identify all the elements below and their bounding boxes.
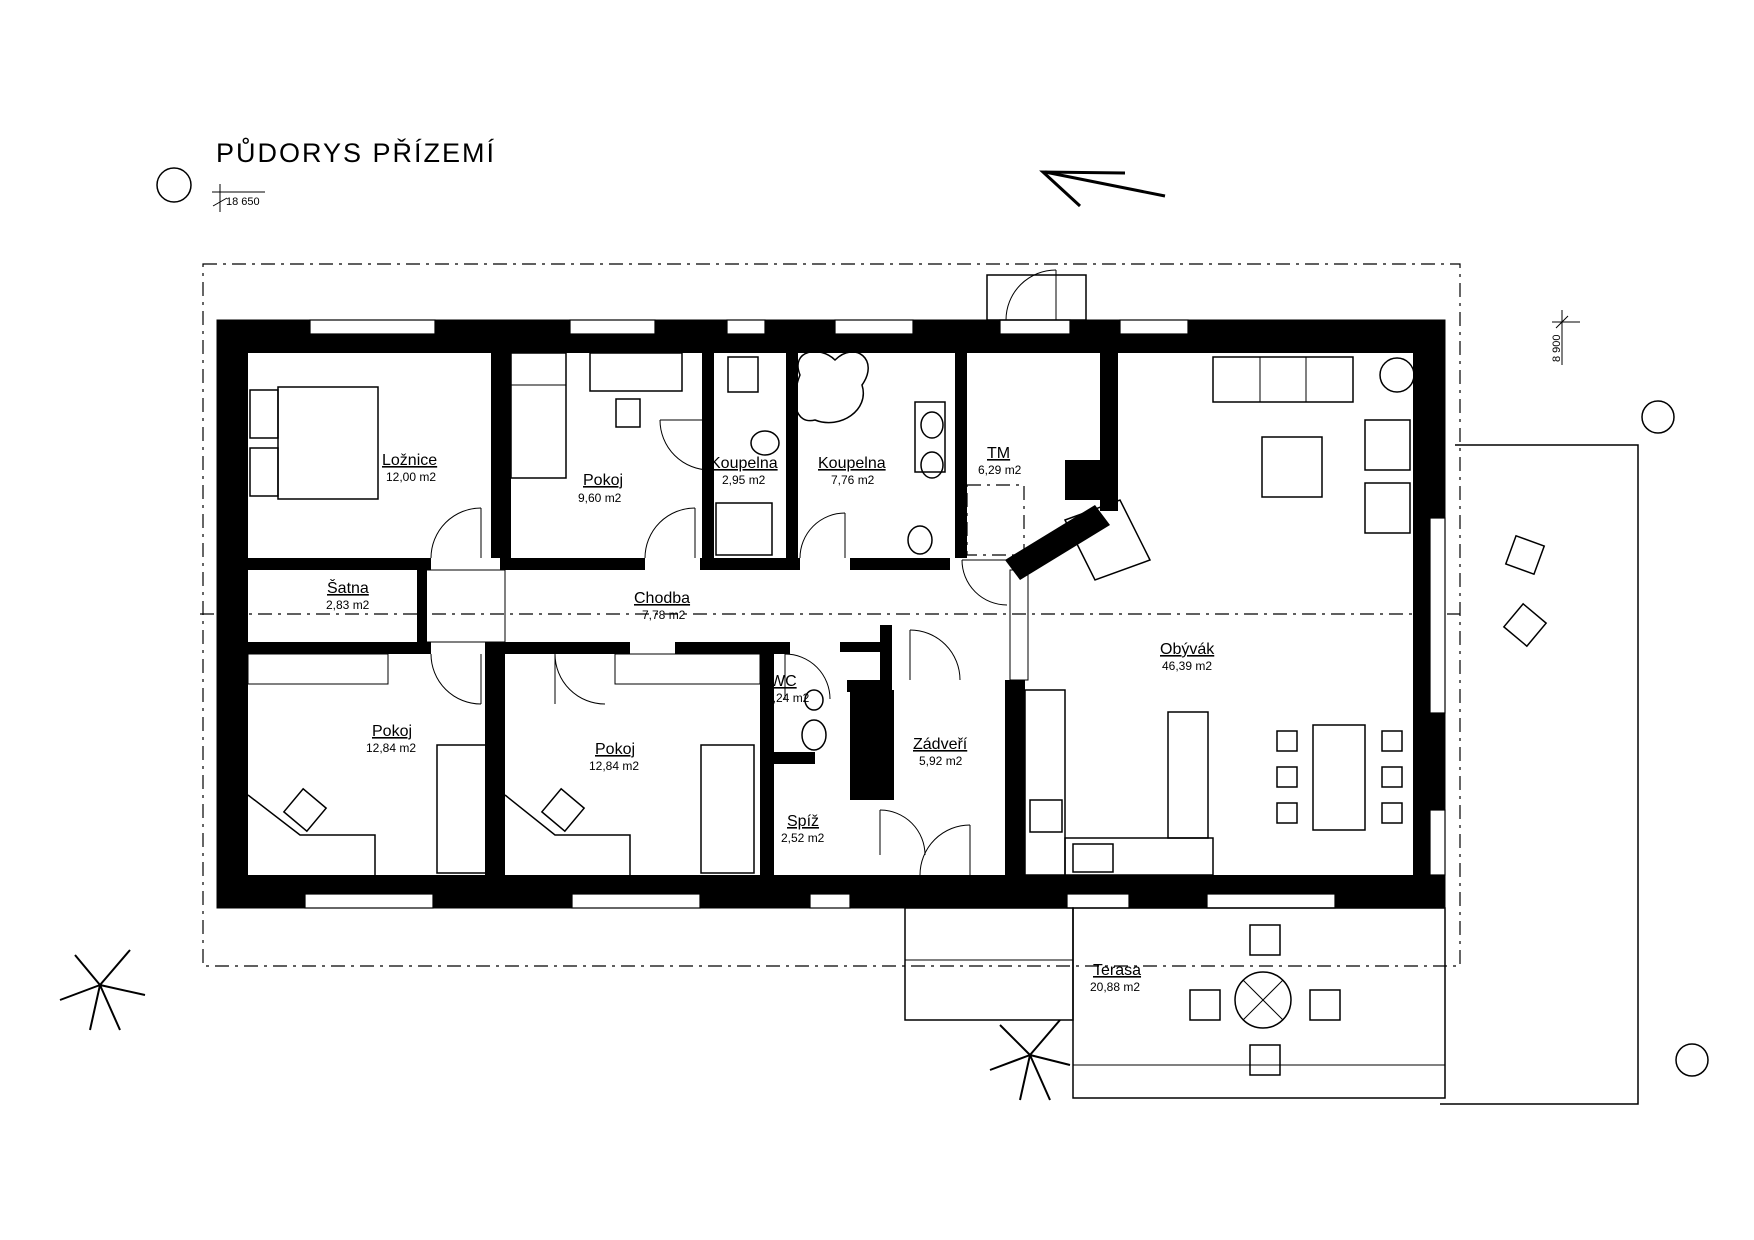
- room-area: 12,84 m2: [589, 759, 639, 773]
- room-area: 46,39 m2: [1162, 659, 1212, 673]
- room-area: 7,78 m2: [642, 608, 686, 622]
- room-name: Koupelna: [710, 455, 778, 472]
- tm-entry-porch: [986, 269, 1087, 321]
- double-bed: [249, 386, 379, 500]
- room-name: Pokoj: [595, 741, 635, 758]
- doors: [424, 419, 1029, 876]
- plant-icon: [156, 167, 1709, 1077]
- room-name: Pokoj: [372, 723, 412, 740]
- room-area: 2,95 m2: [722, 473, 766, 487]
- wardrobe: [1063, 499, 1152, 581]
- room-area: 6,29 m2: [978, 463, 1022, 477]
- terrace-boundary: [1440, 444, 1639, 1105]
- room-area: 2,83 m2: [326, 598, 370, 612]
- terrace: [904, 534, 1548, 1099]
- room-area: 2,52 m2: [781, 831, 825, 845]
- room-area: 7,76 m2: [831, 473, 875, 487]
- living-sofa: [1212, 356, 1411, 534]
- windows: [304, 319, 1446, 909]
- room-name: Ložnice: [382, 452, 437, 469]
- room-area: 12,84 m2: [366, 741, 416, 755]
- bathroom-fixtures: [715, 350, 946, 751]
- room-area: 20,88 m2: [1090, 980, 1140, 994]
- room-name: Obývák: [1160, 641, 1215, 658]
- storage-outline: [966, 484, 1025, 556]
- roof-outline: [202, 263, 1461, 967]
- room-area: 12,00 m2: [386, 470, 436, 484]
- room-name: Chodba: [634, 590, 690, 607]
- room-name: Terasa: [1093, 962, 1141, 979]
- room-name: Pokoj: [583, 472, 623, 489]
- room-name: TM: [987, 445, 1010, 462]
- plan-title: PŮDORYS PŘÍZEMÍ: [216, 136, 496, 168]
- room-name: Koupelna: [818, 455, 886, 472]
- room-area: 9,60 m2: [578, 491, 622, 505]
- level-marker-right: 8 900: [1551, 310, 1580, 365]
- north-arrow-icon: [1039, 170, 1166, 208]
- level-value-right: 8 900: [1551, 334, 1563, 362]
- level-value-top: 18 650: [226, 196, 260, 208]
- room-area: 1,24 m2: [766, 691, 810, 705]
- room-area: 5,92 m2: [919, 754, 963, 768]
- room-name: WC: [770, 673, 797, 690]
- tree-icon: [59, 949, 1071, 1101]
- kitchen-counter: [1024, 689, 1214, 876]
- room-name: Šatna: [327, 578, 369, 597]
- room-labels: Ložnice 12,00 m2 Pokoj 9,60 m2 Koupelna …: [326, 445, 1215, 994]
- child-room-furniture: [247, 653, 761, 875]
- dining-table: [1276, 724, 1403, 831]
- single-bed: [510, 352, 683, 479]
- level-marker-top: 18 650: [212, 184, 265, 212]
- room-name: Spíž: [787, 813, 819, 830]
- room-name: Zádveří: [913, 736, 968, 753]
